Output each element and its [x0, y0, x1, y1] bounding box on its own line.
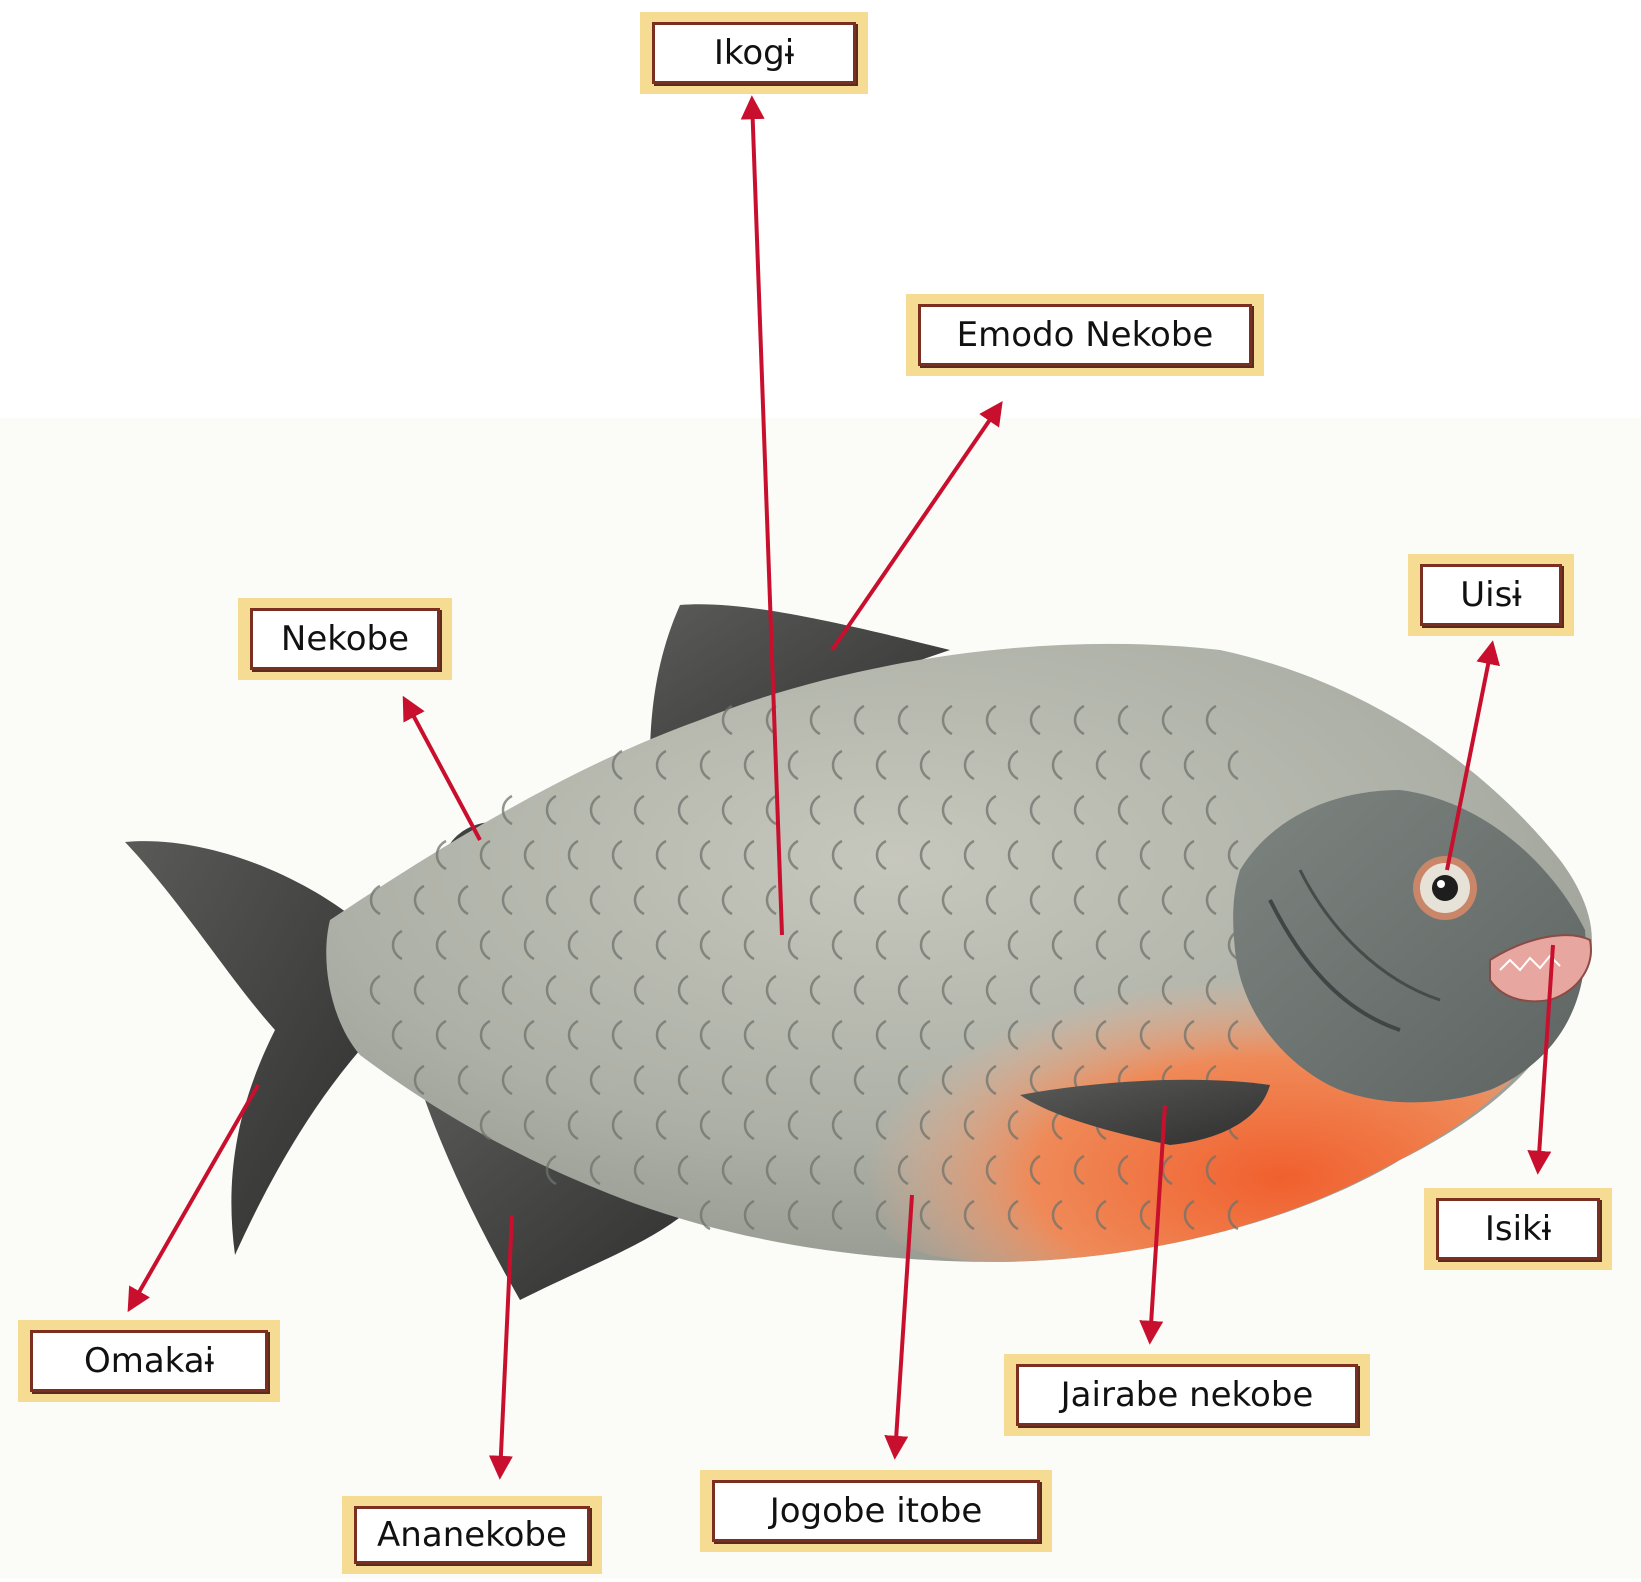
label-jairabe-nekobe: Jairabe nekobe	[1004, 1354, 1370, 1436]
label-uisi: Uisɨ	[1408, 554, 1574, 636]
label-omakai: Omakaɨ	[18, 1320, 280, 1402]
label-nekobe: Nekobe	[238, 598, 452, 680]
label-emodo-nekobe: Emodo Nekobe	[906, 294, 1264, 376]
label-isiki: Isikɨ	[1424, 1188, 1612, 1270]
label-ananekobe: Ananekobe	[342, 1496, 602, 1574]
label-ikogi: Ikogɨ	[640, 12, 868, 94]
label-jogobe-itobe: Jogobe itobe	[700, 1470, 1052, 1552]
fish-eye	[1413, 856, 1477, 920]
